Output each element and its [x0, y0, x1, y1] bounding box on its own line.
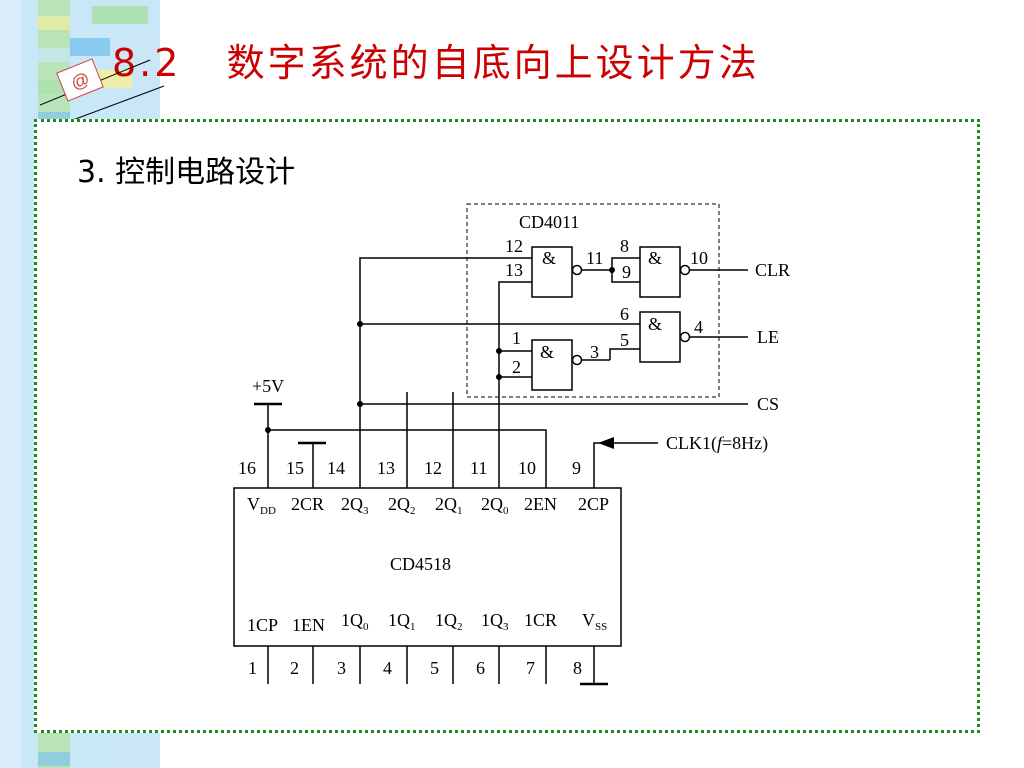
nand-gate-a: [531, 246, 573, 298]
cd4518-pin-number-9: 9: [572, 458, 581, 478]
cd4011-label: CD4011: [519, 212, 579, 232]
pin-9-label: 9: [622, 262, 631, 282]
cd4518-pin-number-6: 6: [476, 658, 485, 678]
power-label: +5V: [252, 376, 284, 396]
clr-signal-label: CLR: [755, 260, 790, 280]
nand-gate-a-bubble: [571, 264, 583, 276]
cd4518-pin-number-15: 15: [286, 458, 304, 478]
pin-1q0-name: 1Q0: [341, 610, 369, 633]
pin-13-label: 13: [505, 260, 523, 280]
pin-5-label: 5: [620, 330, 629, 350]
pin-vss-name: VSS: [582, 610, 607, 633]
cd4518-label: CD4518: [390, 554, 451, 574]
pin-1q3-name: 1Q3: [481, 610, 509, 633]
pin-vdd-name: VDD: [247, 494, 276, 517]
slide-title: 8.2 数字系统的自底向上设计方法: [112, 41, 760, 85]
stripe-block: [38, 16, 70, 30]
nand-gate-b: [639, 246, 681, 298]
cd4011-package-outline: [466, 203, 720, 398]
cd4518-chip-body: [233, 487, 622, 647]
le-signal-label: LE: [757, 327, 779, 347]
stripe-block: [92, 6, 148, 24]
pin-1-label: 1: [512, 328, 521, 348]
cd4518-pin-number-8: 8: [573, 658, 582, 678]
nand-gate-d: [531, 339, 573, 391]
stripe-block: [70, 742, 110, 760]
pin-2q1-name: 2Q1: [435, 494, 463, 517]
pin-1q1-name: 1Q1: [388, 610, 416, 633]
pin-2cp-name: 2CP: [578, 494, 609, 514]
cd4518-pin-number-10: 10: [518, 458, 536, 478]
pin-2q3-name: 2Q3: [341, 494, 369, 517]
stripe-block: [38, 48, 70, 62]
stripe-block: [38, 752, 70, 766]
clk-signal-label: CLK1(f=8Hz): [666, 433, 768, 454]
pin-2en-name: 2EN: [524, 494, 557, 514]
pin-2q0-name: 2Q0: [481, 494, 509, 517]
pin-11-label: 11: [586, 248, 603, 268]
cd4518-pin-number-1: 1: [248, 658, 257, 678]
gate-c-symbol: &: [648, 314, 662, 334]
cd4518-pin-number-16: 16: [238, 458, 256, 478]
nand-gate-d-bubble: [571, 354, 583, 366]
pin-3-label: 3: [590, 342, 599, 362]
content-frame: [34, 119, 980, 733]
gate-d-symbol: &: [540, 342, 554, 362]
clk-input-arrow-icon: [598, 437, 614, 449]
cd4518-pin-number-11: 11: [470, 458, 487, 478]
pin-1cr-name: 1CR: [524, 610, 557, 630]
pin-8-label: 8: [620, 236, 629, 256]
pin-2cr-name: 2CR: [291, 494, 324, 514]
gate-b-symbol: &: [648, 248, 662, 268]
cd4518-pin-number-5: 5: [430, 658, 439, 678]
cd4518-pin-number-14: 14: [327, 458, 345, 478]
gate-a-symbol: &: [542, 248, 556, 268]
nand-gate-b-bubble: [679, 264, 691, 276]
section-subtitle: 3. 控制电路设计: [77, 155, 296, 190]
pin-10-label: 10: [690, 248, 708, 268]
pin-2-label: 2: [512, 357, 521, 377]
pin-1en-name: 1EN: [292, 615, 325, 635]
cd4518-pin-number-2: 2: [290, 658, 299, 678]
pin-6-label: 6: [620, 304, 629, 324]
pin-2q2-name: 2Q2: [388, 494, 416, 517]
pin-12-label: 12: [505, 236, 523, 256]
cd4518-pin-number-13: 13: [377, 458, 395, 478]
cd4518-pin-number-3: 3: [337, 658, 346, 678]
cs-signal-label: CS: [757, 394, 779, 414]
stripe-block: [70, 38, 110, 56]
cd4518-pin-number-12: 12: [424, 458, 442, 478]
pin-1cp-name: 1CP: [247, 615, 278, 635]
pin-4-label: 4: [694, 317, 703, 337]
pin-1q2-name: 1Q2: [435, 610, 463, 633]
cd4518-pin-number-4: 4: [383, 658, 392, 678]
nand-gate-c-bubble: [679, 331, 691, 343]
cd4518-pin-number-7: 7: [526, 658, 535, 678]
